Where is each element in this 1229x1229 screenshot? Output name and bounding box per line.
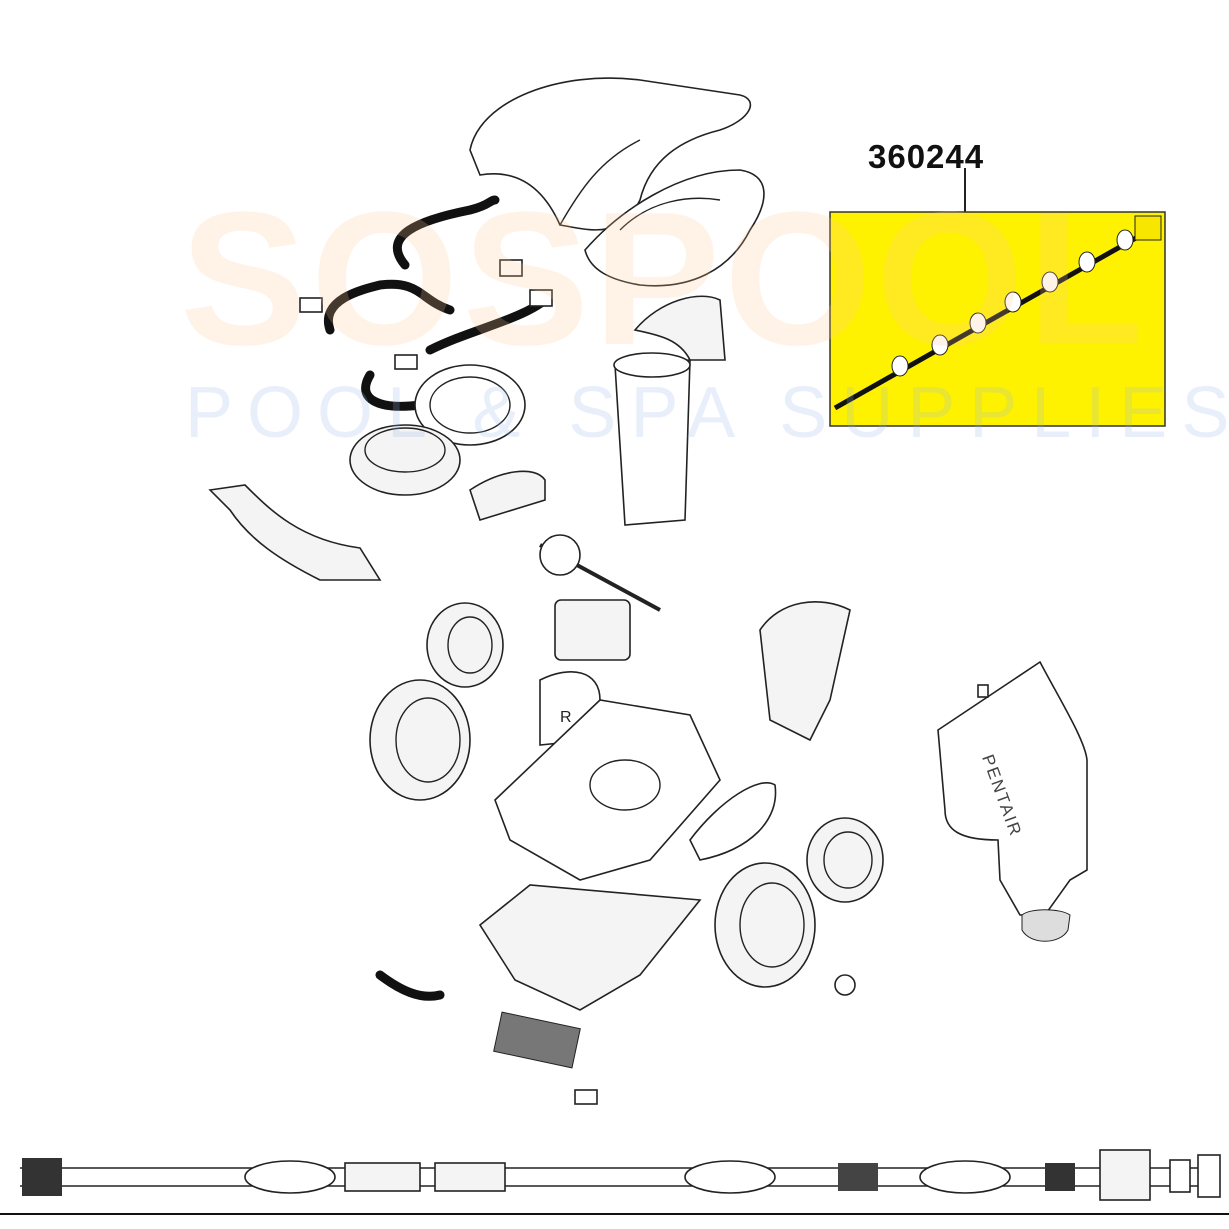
- pod-tower[interactable]: [614, 359, 691, 526]
- hose-assembly[interactable]: [20, 1149, 1221, 1201]
- tower-cap[interactable]: [633, 295, 726, 361]
- face-plate[interactable]: [584, 169, 765, 287]
- swivel-arm[interactable]: [208, 484, 382, 581]
- part-number-label: 360244: [868, 138, 985, 175]
- drive-gear[interactable]: [539, 534, 581, 576]
- hose-middle: [323, 279, 455, 335]
- hose-lower: [361, 370, 425, 411]
- hose-bottom: [375, 970, 445, 1001]
- wheel-rear-right[interactable]: [714, 862, 816, 988]
- top-cover[interactable]: [469, 77, 752, 231]
- axle-assembly: [833, 215, 1162, 411]
- turbine-housing[interactable]: [349, 424, 461, 496]
- wheel-rear-left[interactable]: [369, 679, 471, 801]
- brush-roller[interactable]: [493, 1011, 581, 1069]
- hose-upper: [393, 195, 500, 270]
- wheel-marker: R: [560, 709, 572, 726]
- gearbox[interactable]: [554, 599, 631, 661]
- debris-bag[interactable]: [937, 660, 1088, 916]
- bag-collar: [1021, 909, 1071, 942]
- bottom-shell[interactable]: [478, 884, 702, 1011]
- side-frame-right[interactable]: [759, 601, 851, 742]
- side-panel-right[interactable]: [689, 782, 777, 861]
- chassis[interactable]: [494, 699, 721, 881]
- gear-cover[interactable]: [469, 470, 546, 521]
